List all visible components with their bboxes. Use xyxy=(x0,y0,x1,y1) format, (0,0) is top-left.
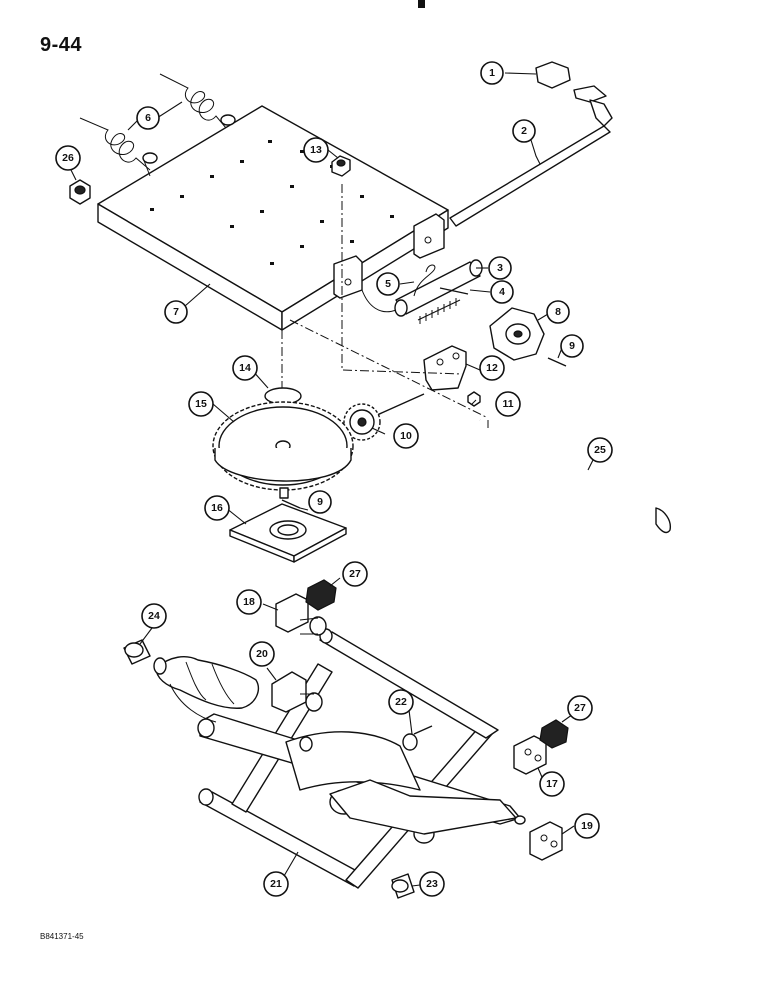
callout: 27 xyxy=(342,561,368,587)
callout: 3 xyxy=(488,256,512,280)
block-17-drawing xyxy=(513,735,547,775)
knob-hub-drawing xyxy=(489,307,545,361)
nut-13-drawing xyxy=(331,155,351,177)
callout: 5 xyxy=(376,272,400,296)
svg-text:26: 26 xyxy=(62,152,74,164)
svg-text:7: 7 xyxy=(173,306,179,318)
svg-text:18: 18 xyxy=(243,596,255,608)
callout: 7 xyxy=(164,300,188,324)
bolt-drawing xyxy=(467,391,481,407)
callout: 18 xyxy=(236,589,262,615)
callout: 9 xyxy=(308,490,332,514)
svg-text:27: 27 xyxy=(574,702,586,714)
torsion-springs-drawing xyxy=(79,73,227,171)
svg-text:11: 11 xyxy=(502,398,513,410)
roll-pin-drawing xyxy=(547,357,567,367)
pin-22-drawing xyxy=(402,725,433,751)
callout: 1 xyxy=(480,61,504,85)
svg-text:1: 1 xyxy=(489,67,495,79)
callout: 24 xyxy=(141,603,167,629)
roller-assembly-drawing xyxy=(361,259,483,324)
svg-text:4: 4 xyxy=(499,286,505,298)
callout: 11 xyxy=(495,391,521,417)
svg-text:2: 2 xyxy=(521,125,527,137)
svg-text:23: 23 xyxy=(426,878,438,890)
rod-drawing xyxy=(479,418,671,534)
base-plate-drawing xyxy=(229,503,347,563)
svg-text:9: 9 xyxy=(317,496,323,508)
page-number: 9-44 xyxy=(40,34,83,56)
callout: 4 xyxy=(490,280,514,304)
callout: 14 xyxy=(232,355,258,381)
callout: 27 xyxy=(567,695,593,721)
callout: 21 xyxy=(263,871,289,897)
callout: 8 xyxy=(546,300,570,324)
callout: 13 xyxy=(303,137,329,163)
svg-text:24: 24 xyxy=(148,610,160,622)
svg-text:5: 5 xyxy=(385,278,391,290)
callout: 16 xyxy=(204,495,230,521)
callout: 17 xyxy=(539,771,565,797)
bushing-23-drawing xyxy=(391,873,415,899)
callout: 19 xyxy=(574,813,600,839)
callout: 15 xyxy=(188,391,214,417)
roll-pin-drawing xyxy=(281,499,301,509)
svg-text:17: 17 xyxy=(546,778,558,790)
svg-text:19: 19 xyxy=(581,820,593,832)
svg-text:14: 14 xyxy=(239,362,251,374)
gear-drawing xyxy=(212,401,354,499)
callout: 20 xyxy=(249,641,275,667)
svg-text:27: 27 xyxy=(349,568,361,580)
block-19-drawing xyxy=(529,821,563,861)
callout: 9 xyxy=(560,334,584,358)
callout: 2 xyxy=(512,119,536,143)
svg-text:25: 25 xyxy=(594,444,606,456)
callout: 23 xyxy=(419,871,445,897)
svg-text:10: 10 xyxy=(400,430,412,442)
callout: 12 xyxy=(479,355,505,381)
drawing-code: B841371-45 xyxy=(40,932,84,941)
damper-drawing xyxy=(153,656,260,723)
callout: 25 xyxy=(587,437,613,463)
bushing-24-drawing xyxy=(123,639,151,665)
pinion-gear-drawing xyxy=(343,393,425,441)
svg-text:13: 13 xyxy=(310,144,322,156)
bracket-drawing xyxy=(423,345,467,391)
nut-26-drawing xyxy=(69,179,91,205)
svg-text:15: 15 xyxy=(195,398,207,410)
top-mark xyxy=(418,0,425,8)
callout: 6 xyxy=(136,106,160,130)
lever-drawing xyxy=(449,61,613,227)
callout: 22 xyxy=(388,689,414,715)
bumper-drawing xyxy=(305,579,337,611)
svg-text:6: 6 xyxy=(145,112,151,124)
seat-plate-drawing xyxy=(97,105,449,331)
scissor-frame-drawing xyxy=(197,628,526,889)
svg-text:20: 20 xyxy=(256,648,268,660)
svg-text:12: 12 xyxy=(486,362,498,374)
block-20-drawing xyxy=(271,671,323,713)
svg-text:9: 9 xyxy=(569,340,575,352)
svg-text:22: 22 xyxy=(395,696,407,708)
svg-text:3: 3 xyxy=(497,262,503,274)
svg-text:16: 16 xyxy=(211,502,223,514)
bumper-drawing xyxy=(539,719,569,749)
block-18-drawing xyxy=(275,593,327,636)
svg-text:8: 8 xyxy=(555,306,561,318)
svg-text:21: 21 xyxy=(270,878,282,890)
callout: 26 xyxy=(55,145,81,171)
callout: 10 xyxy=(393,423,419,449)
